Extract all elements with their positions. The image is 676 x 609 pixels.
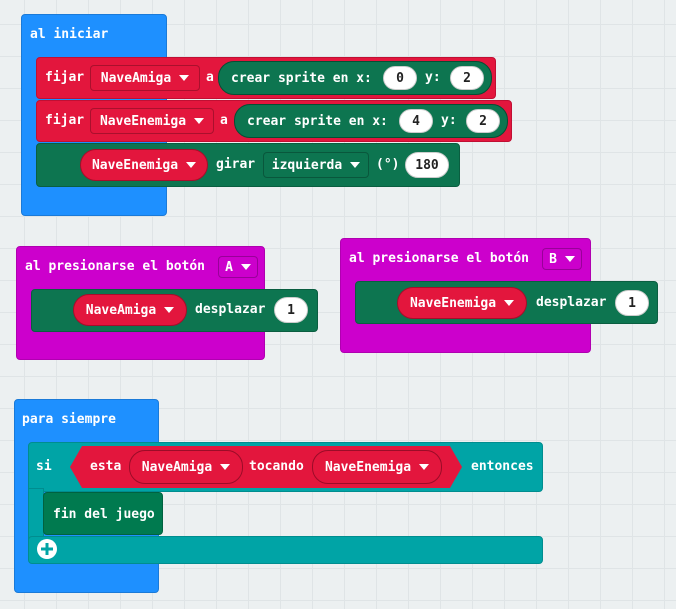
move-amount-value: 1 [287,302,295,318]
on-button-label: al presionarse el botón [349,251,530,266]
if-block-body-rail [28,488,44,540]
degrees-value: 180 [415,157,439,173]
direction-dropdown-text: izquierda [271,157,343,173]
move-label: desplazar [536,295,607,310]
chevron-down-icon [504,300,515,306]
touching-label: tocando [249,459,304,474]
sprite-variable-text: NaveAmiga [141,459,213,475]
create-sprite-label: crear sprite en x: [231,70,372,86]
if-block-bottom [28,536,543,564]
sprite-variable-naveamiga[interactable]: NaveAmiga [129,450,243,484]
sprite-variable-naveenemiga[interactable]: NaveEnemiga [397,287,527,319]
degrees-label: (°) [376,157,400,172]
plus-icon [41,543,53,555]
y-input[interactable]: 2 [466,109,500,133]
sprite-variable-naveenemiga[interactable]: NaveEnemiga [312,450,442,484]
y-value: 2 [479,113,487,129]
create-sprite-block-2[interactable]: crear sprite en x: [234,104,508,138]
chevron-down-icon [179,75,190,81]
sprite-variable-text: NaveEnemiga [409,295,497,311]
chevron-down-icon [419,464,430,470]
button-dropdown-b[interactable]: B [542,248,582,270]
y-value: 2 [463,70,471,86]
on-button-label: al presionarse el botón [25,259,206,274]
direction-dropdown[interactable]: izquierda [263,152,369,178]
y-label: y: [441,113,457,128]
x-value: 0 [396,70,404,86]
move-amount-value: 1 [628,295,636,311]
variable-dropdown-text: NaveEnemiga [99,113,187,129]
x-input[interactable]: 0 [383,66,417,90]
move-amount-input[interactable]: 1 [274,297,308,323]
degrees-input[interactable]: 180 [405,152,449,178]
sprite-variable-naveenemiga[interactable]: NaveEnemiga [80,149,208,181]
chevron-down-icon [194,118,205,124]
y-label: y: [425,70,441,85]
sprite-variable-text: NaveEnemiga [91,157,179,173]
x-value: 4 [412,113,420,129]
chevron-down-icon [564,256,575,262]
move-amount-input[interactable]: 1 [615,290,649,316]
if-label: si [36,459,52,474]
button-dropdown-text: B [549,251,557,267]
a-label: a [220,113,228,128]
sprite-variable-naveamiga[interactable]: NaveAmiga [73,294,187,326]
create-sprite-block-1[interactable]: crear sprite en x: [218,61,492,95]
move-label: desplazar [195,302,266,317]
variable-dropdown-text: NaveAmiga [100,70,172,86]
sprite-variable-text: NaveEnemiga [324,459,412,475]
variable-dropdown-naveamiga[interactable]: NaveAmiga [90,65,200,91]
set-label: fijar [45,70,85,85]
set-label: fijar [45,113,85,128]
turn-label: girar [216,157,256,172]
y-input[interactable]: 2 [450,66,484,90]
button-dropdown-a[interactable]: A [218,256,258,278]
is-label: esta [90,459,122,474]
then-label: entonces [471,459,534,474]
button-dropdown-text: A [225,259,233,275]
forever-label: para siempre [22,412,116,427]
variable-dropdown-naveenemiga[interactable]: NaveEnemiga [90,108,214,134]
create-sprite-label: crear sprite en x: [247,113,388,129]
add-else-icon[interactable] [37,539,57,559]
sprite-variable-text: NaveAmiga [85,302,157,318]
game-over-label: fin del juego [53,507,155,522]
x-input[interactable]: 4 [399,109,433,133]
chevron-down-icon [164,307,175,313]
game-over-block[interactable] [43,492,163,535]
on-start-label: al iniciar [30,27,109,42]
a-label: a [206,70,214,85]
chevron-down-icon [350,162,361,168]
chevron-down-icon [220,464,231,470]
chevron-down-icon [240,264,251,270]
chevron-down-icon [186,162,197,168]
